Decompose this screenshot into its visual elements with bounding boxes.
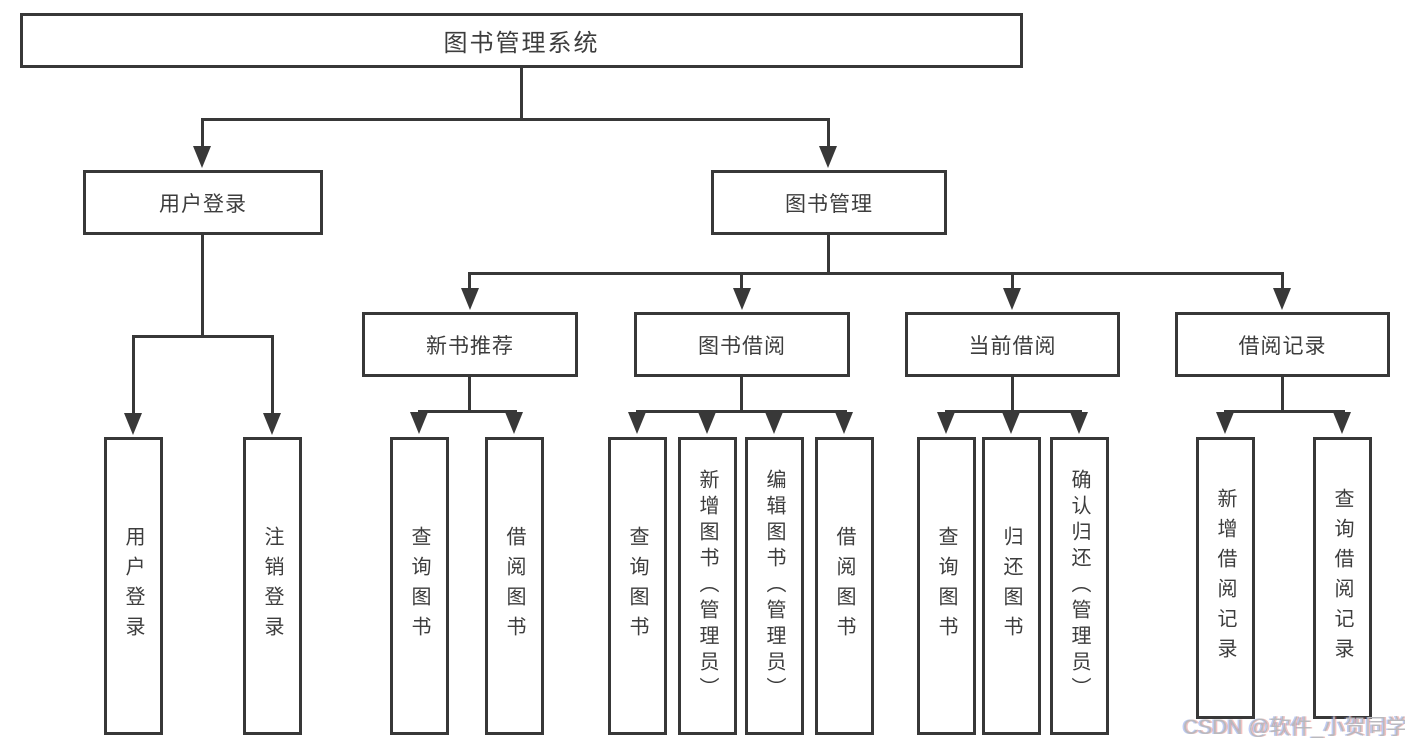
node-new-book-recommend: 新书推荐 [362, 312, 578, 377]
node-borrowing-records: 借阅记录 [1175, 312, 1390, 377]
edge-drop-l3 [468, 272, 471, 290]
edge-bookmgmt-stem [827, 234, 830, 275]
edge-bookmgmt-branch [468, 272, 1284, 275]
edge-userlogin-stem [201, 234, 204, 337]
arrow-down-icon [1070, 412, 1088, 434]
leaf-label: 新增借阅记录 [1214, 488, 1236, 668]
edge-drop-user-login [201, 118, 204, 150]
leaf-label: 归还图书 [1000, 526, 1022, 646]
node-label: 图书管理 [785, 192, 873, 216]
leaf-user-login: 用户登录 [104, 437, 163, 735]
arrow-down-icon [765, 412, 783, 434]
arrow-down-icon [698, 412, 716, 434]
leaf-label: 编辑图书（管理员） [763, 469, 785, 703]
arrow-down-icon [505, 412, 523, 434]
arrow-down-icon [1003, 288, 1021, 310]
arrow-down-icon [628, 412, 646, 434]
node-user-login: 用户登录 [83, 170, 323, 235]
arrow-down-icon [1273, 288, 1291, 310]
edge-drop-l3 [740, 272, 743, 290]
leaf-borrow-books: 借阅图书 [815, 437, 874, 735]
leaf-logout: 注销登录 [243, 437, 302, 735]
leaf-query-books-borrow: 查询图书 [608, 437, 667, 735]
arrow-down-icon [937, 412, 955, 434]
arrow-down-icon [193, 146, 211, 168]
leaf-label: 查询图书 [935, 526, 957, 646]
edge-drop-leaf [271, 335, 274, 415]
edge-drop-leaf [132, 335, 135, 415]
edge-l3-stem [1281, 377, 1284, 412]
leaf-query-borrow-record: 查询借阅记录 [1313, 437, 1372, 719]
leaf-add-books-admin: 新增图书（管理员） [678, 437, 737, 735]
arrow-down-icon [263, 413, 281, 435]
leaf-label: 查询图书 [626, 526, 648, 646]
leaf-label: 查询图书 [408, 526, 430, 646]
arrow-down-icon [1002, 412, 1020, 434]
node-book-management: 图书管理 [711, 170, 947, 235]
leaf-label: 用户登录 [122, 526, 144, 646]
node-label: 当前借阅 [968, 334, 1057, 358]
arrow-down-icon [819, 146, 837, 168]
leaf-label: 注销登录 [261, 526, 283, 646]
arrow-down-icon [124, 413, 142, 435]
leaf-query-books-current: 查询图书 [917, 437, 976, 735]
node-label: 新书推荐 [426, 334, 514, 358]
node-current-borrowing: 当前借阅 [905, 312, 1120, 377]
arrow-down-icon [1333, 412, 1351, 434]
edge-l3-stem [468, 377, 471, 412]
leaf-query-books-recommend: 查询图书 [390, 437, 449, 735]
arrow-down-icon [410, 412, 428, 434]
leaf-borrow-books-recommend: 借阅图书 [485, 437, 544, 735]
leaf-add-borrow-record: 新增借阅记录 [1196, 437, 1255, 719]
edge-drop-book-management [827, 118, 830, 150]
leaf-label: 新增图书（管理员） [696, 469, 718, 703]
node-label: 用户登录 [159, 192, 247, 216]
arrow-down-icon [835, 412, 853, 434]
edge-l3-branch [418, 410, 517, 413]
node-book-borrowing: 图书借阅 [634, 312, 850, 377]
node-root-system: 图书管理系统 [20, 13, 1023, 68]
edge-l3-branch [636, 410, 847, 413]
node-label: 图书借阅 [698, 334, 786, 358]
edge-userlogin-branch [132, 335, 274, 338]
leaf-confirm-return-admin: 确认归还（管理员） [1050, 437, 1109, 735]
arrow-down-icon [733, 288, 751, 310]
leaf-label: 借阅图书 [833, 526, 855, 646]
arrow-down-icon [461, 288, 479, 310]
leaf-return-books: 归还图书 [982, 437, 1041, 735]
leaf-label: 确认归还（管理员） [1068, 469, 1090, 703]
edge-l3-stem [740, 377, 743, 412]
edge-l3-stem [1011, 377, 1014, 412]
leaf-edit-books-admin: 编辑图书（管理员） [745, 437, 804, 735]
leaf-label: 借阅图书 [503, 526, 525, 646]
csdn-watermark: CSDN @软件_小贺同学 [1183, 716, 1405, 739]
edge-drop-l3 [1011, 272, 1014, 290]
node-root-label: 图书管理系统 [443, 30, 600, 57]
edge-root-stem [520, 66, 523, 120]
arrow-down-icon [1216, 412, 1234, 434]
edge-drop-l3 [1281, 272, 1284, 290]
leaf-label: 查询借阅记录 [1331, 488, 1353, 668]
edge-l3-branch [945, 410, 1082, 413]
edge-l3-branch [1224, 410, 1345, 413]
node-label: 借阅记录 [1238, 334, 1327, 358]
edge-root-branch [201, 118, 830, 121]
